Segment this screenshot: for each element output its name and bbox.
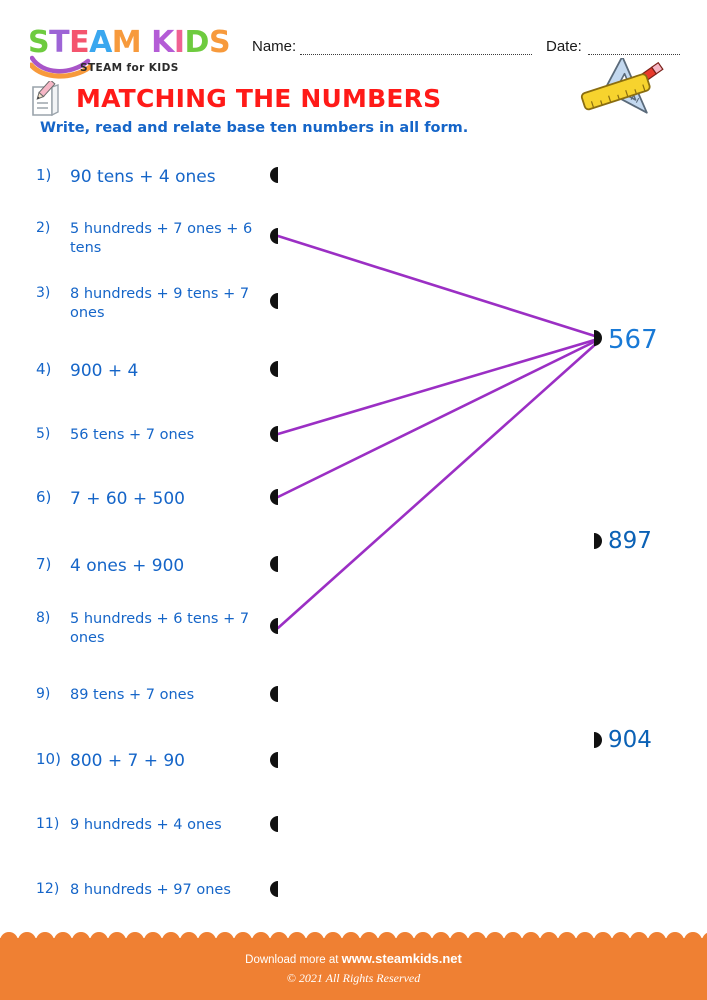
question-number: 8) [36,610,51,626]
question-connector-dot[interactable] [270,752,278,768]
question-number: 12) [36,881,60,897]
answer-value: 567 [608,325,658,355]
question-connector-dot[interactable] [270,816,278,832]
matching-line [276,340,600,630]
question-number: 6) [36,488,52,506]
page-footer: Download more at www.steamkids.net © 202… [0,932,707,1000]
footer-scallop-edge [0,932,707,941]
scallop-path [0,932,707,941]
question-number: 10) [36,750,61,768]
steam-kids-logo: STEAM KIDS STEAM for KIDS [28,25,231,86]
question-number: 1) [36,166,52,184]
question-text: 9 hundreds + 4 ones [70,817,222,833]
answer-connector-dot[interactable] [594,732,602,748]
logo-letter-4: M [111,25,142,60]
name-label: Name: [252,38,297,55]
question-number: 2) [36,220,51,236]
page-subtitle: Write, read and relate base ten numbers … [40,120,469,136]
logo-letter-6: K [151,25,174,60]
logo-letter-1: T [49,25,70,60]
question-number: 9) [36,686,51,702]
question-connector-dot[interactable] [270,167,278,183]
question-connector-dot[interactable] [270,361,278,377]
page-header: STEAM KIDS STEAM for KIDS Name: Date: MA… [0,0,707,150]
question-number: 3) [36,285,51,301]
question-text: 7 + 60 + 500 [70,489,185,509]
logo-letter-3: A [89,25,112,60]
question-connector-dot[interactable] [270,881,278,897]
question-connector-dot[interactable] [270,426,278,442]
answer-value: 904 [608,727,652,753]
question-connector-dot[interactable] [270,556,278,572]
question-number: 4) [36,360,52,378]
date-input-line[interactable] [588,54,680,55]
question-connector-dot[interactable] [270,228,278,244]
question-number: 7) [36,555,52,573]
answer-connector-dot[interactable] [594,330,602,346]
question-connector-dot[interactable] [270,686,278,702]
question-text: 8 hundreds + 97 ones [70,882,231,898]
logo-letter-0: S [28,25,50,60]
answer-value: 897 [608,528,652,554]
notepad-pencil-icon [32,81,59,117]
question-text: 5 hundreds + 7 ones + 6 tens [70,221,253,257]
question-text: 56 tens + 7 ones [70,427,195,443]
question-number: 5) [36,426,51,442]
logo-letter-2: E [69,25,90,60]
logo-wordmark: STEAM KIDS [28,25,231,60]
question-connector-dot[interactable] [270,618,278,634]
question-text: 800 + 7 + 90 [70,751,185,771]
matching-line [276,234,600,339]
name-input-line[interactable] [300,54,532,55]
date-label: Date: [546,38,582,55]
answer-connector-dot[interactable] [594,533,602,549]
question-text: 4 ones + 900 [70,556,185,576]
question-text: 900 + 4 [70,361,139,381]
question-text: 5 hundreds + 6 tens + 7 ones [70,611,250,647]
logo-letter-9: S [208,25,231,60]
logo-letter-5 [141,28,151,58]
footer-copyright: © 2021 All Rights Reserved [286,971,421,985]
ruler-pencil-triangle-icon [580,58,664,114]
matching-line [276,337,600,436]
page-title: MATCHING THE NUMBERS [76,84,442,113]
logo-letter-7: I [173,25,185,60]
logo-tagline: STEAM for KIDS [80,62,179,74]
footer-download-prefix: Download more at [245,954,342,966]
question-text: 8 hundreds + 9 tens + 7 ones [70,286,250,322]
question-number: 11) [36,816,60,832]
question-connector-dot[interactable] [270,293,278,309]
footer-download-text: Download more at www.steamkids.net [0,951,707,966]
question-text: 90 tens + 4 ones [70,167,216,187]
question-text: 89 tens + 7 ones [70,687,195,703]
logo-letter-8: D [184,25,210,60]
footer-site-link[interactable]: www.steamkids.net [341,951,462,966]
question-connector-dot[interactable] [270,489,278,505]
matching-line [276,338,600,499]
